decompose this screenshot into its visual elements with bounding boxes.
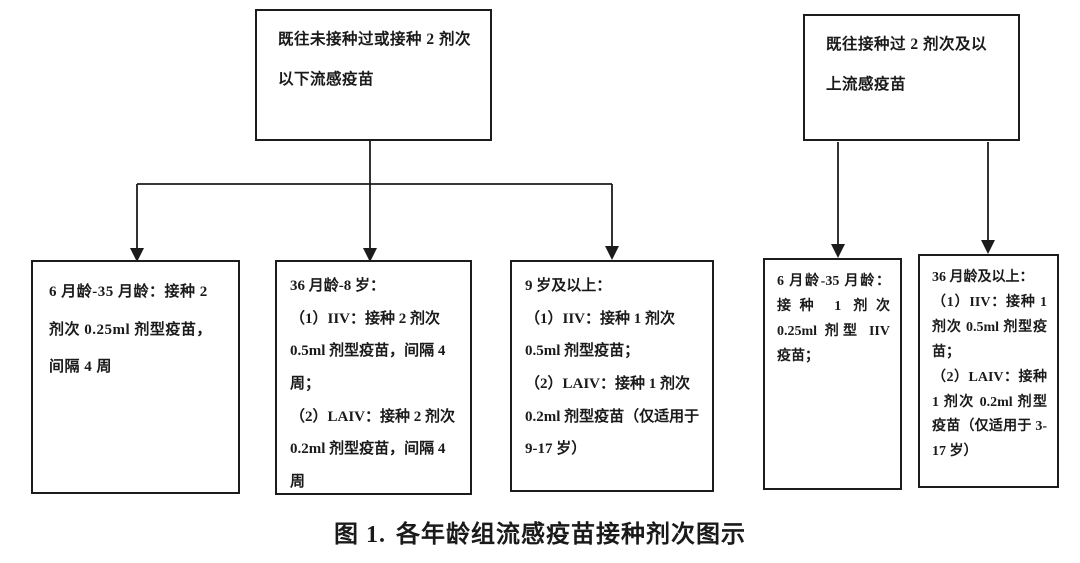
box-naive-6-35-months: 6 月龄-35 月龄：接种 2 剂次 0.25ml 剂型疫苗，间隔 4 周 bbox=[31, 260, 240, 494]
box-naive-36m-8y-item-iiv: （1）IIV：接种 2 剂次 0.5ml 剂型疫苗，间隔 4 周； bbox=[290, 310, 446, 393]
box-naive-9-years-plus: 9 岁及以上： （1）IIV：接种 1 剂次 0.5ml 剂型疫苗； （2）LA… bbox=[510, 260, 714, 492]
box-history-vaccinated: 既往接种过 2 剂次及以上流感疫苗 bbox=[803, 14, 1020, 141]
box-naive-9y-item-laiv: （2）LAIV：接种 1 剂次 0.2ml 剂型疫苗（仅适用于 9-17 岁） bbox=[525, 376, 700, 458]
arrowhead-left-2 bbox=[363, 248, 377, 262]
arrowhead-left-1 bbox=[130, 248, 144, 262]
box-naive-6-35-months-text: 6 月龄-35 月龄：接种 2 剂次 0.25ml 剂型疫苗，间隔 4 周 bbox=[49, 284, 212, 375]
box-history-unvaccinated: 既往未接种过或接种 2 剂次以下流感疫苗 bbox=[255, 9, 492, 141]
arrowhead-right-2 bbox=[981, 240, 995, 254]
box-naive-9y-title: 9 岁及以上： bbox=[525, 278, 612, 294]
box-primed-36m-title: 36 月龄及以上： bbox=[932, 270, 1034, 285]
figure-caption-label: 图 1. bbox=[334, 522, 386, 548]
arrowhead-right-1 bbox=[831, 244, 845, 258]
box-history-unvaccinated-text: 既往未接种过或接种 2 剂次以下流感疫苗 bbox=[278, 31, 472, 88]
box-primed-6-35-months: 6 月龄-35 月龄：接种 1 剂次 0.25ml 剂型 IIV 疫苗； bbox=[763, 258, 902, 490]
box-naive-36-months-8-years: 36 月龄-8 岁： （1）IIV：接种 2 剂次 0.5ml 剂型疫苗，间隔 … bbox=[275, 260, 472, 495]
figure-caption: 图 1. 各年龄组流感疫苗接种剂次图示 bbox=[0, 514, 1080, 549]
box-primed-36m-item-iiv: （1）IIV：接种 1 剂次 0.5ml 剂型疫苗； bbox=[932, 294, 1047, 360]
box-primed-36m-item-laiv: （2）LAIV：接种 1 剂次 0.2ml 剂型疫苗（仅适用于 3-17 岁） bbox=[932, 369, 1047, 460]
figure-caption-title: 各年龄组流感疫苗接种剂次图示 bbox=[396, 522, 746, 548]
arrowhead-left-3 bbox=[605, 246, 619, 260]
box-naive-9y-item-iiv: （1）IIV：接种 1 剂次 0.5ml 剂型疫苗； bbox=[525, 310, 676, 360]
box-primed-6-35-months-text: 6 月龄-35 月龄：接种 1 剂次 0.25ml 剂型 IIV 疫苗； bbox=[777, 274, 890, 364]
box-naive-36m-8y-title: 36 月龄-8 岁： bbox=[290, 278, 385, 294]
box-primed-36-months-plus: 36 月龄及以上： （1）IIV：接种 1 剂次 0.5ml 剂型疫苗； （2）… bbox=[918, 254, 1059, 488]
box-history-vaccinated-text: 既往接种过 2 剂次及以上流感疫苗 bbox=[826, 36, 988, 93]
box-naive-36m-8y-item-laiv: （2）LAIV：接种 2 剂次 0.2ml 剂型疫苗，间隔 4 周 bbox=[290, 408, 456, 491]
